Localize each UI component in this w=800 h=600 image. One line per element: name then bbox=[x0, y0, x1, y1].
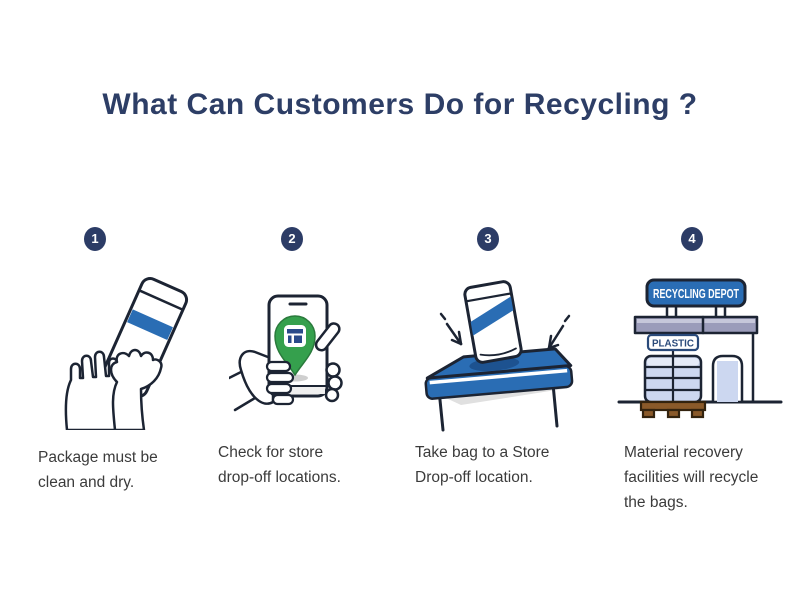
step-3-number-badge: 3 bbox=[477, 227, 499, 251]
phone-store-locator-illustration bbox=[227, 274, 364, 429]
step-4-caption: Material recovery facilities will recycl… bbox=[624, 440, 758, 515]
plastic-sign-label: PLASTIC bbox=[652, 338, 694, 350]
step-2-number-badge: 2 bbox=[281, 227, 303, 251]
caption-line: Material recovery bbox=[624, 444, 743, 461]
step-1-number-badge: 1 bbox=[84, 227, 106, 251]
caption-line: the bags. bbox=[624, 494, 688, 511]
step-1-caption: Package must be clean and dry. bbox=[38, 445, 158, 495]
step-2: 2 bbox=[197, 222, 394, 552]
caption-line: Take bag to a Store bbox=[415, 444, 550, 461]
step-4: 4 RECYCLING DEPOT bbox=[597, 222, 794, 552]
bag-dropoff-bin-illustration bbox=[415, 272, 575, 442]
caption-line: Package must be bbox=[38, 449, 158, 466]
hands-cleaning-package-illustration bbox=[45, 270, 195, 435]
recycling-depot-illustration: RECYCLING DEPOT PLASTIC bbox=[615, 270, 785, 427]
page-title: What Can Customers Do for Recycling ? bbox=[102, 88, 698, 121]
caption-line: clean and dry. bbox=[38, 474, 135, 491]
caption-line: facilities will recycle bbox=[624, 469, 759, 486]
step-4-number-badge: 4 bbox=[681, 227, 703, 251]
step-3: 3 bbox=[393, 222, 590, 552]
step-1: 1 Package must be clean and dry. bbox=[0, 222, 197, 552]
caption-line: Check for store bbox=[218, 444, 324, 461]
caption-line: Drop-off location. bbox=[415, 469, 533, 486]
step-2-caption: Check for store drop-off locations. bbox=[218, 440, 341, 490]
caption-line: drop-off locations. bbox=[218, 469, 341, 486]
depot-sign-label: RECYCLING DEPOT bbox=[653, 286, 739, 301]
step-3-caption: Take bag to a Store Drop-off location. bbox=[415, 440, 549, 490]
